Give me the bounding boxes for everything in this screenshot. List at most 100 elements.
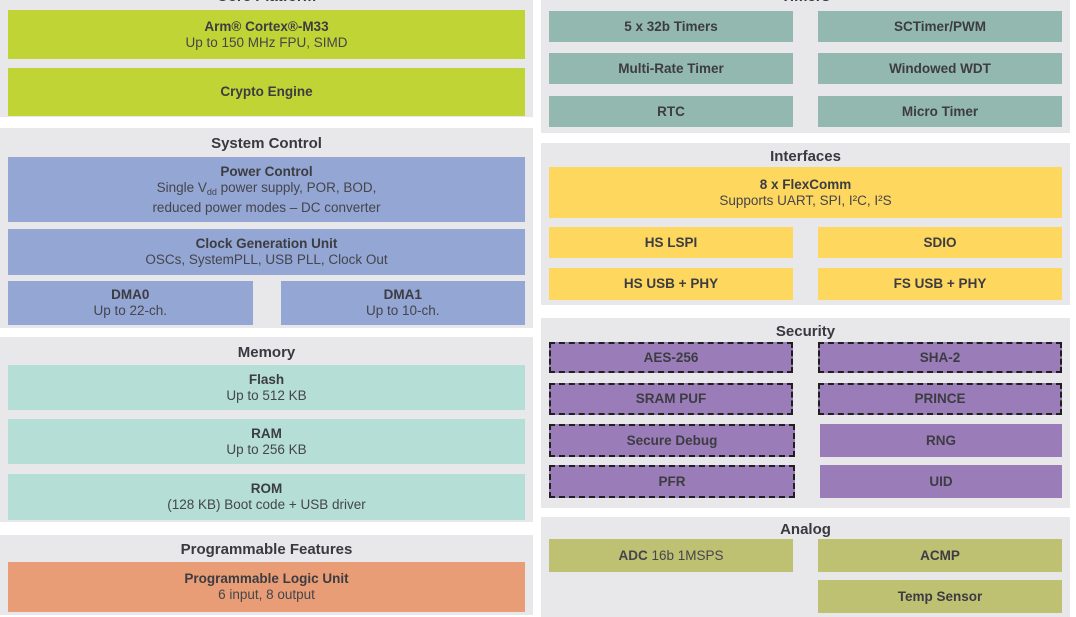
security-cell-label: SHA-2 [919,349,961,365]
block-sctimer-pwm: SCTimer/PWM [818,11,1062,42]
security-row-2: SRAM PUF PRINCE [549,383,1062,415]
security-gap [793,383,818,415]
interfaces-row-1: HS LSPI SDIO [549,227,1062,258]
power-control-line2: reduced power modes – DC converter [152,200,381,215]
flexcomm-sublabel: Supports UART, SPI, I²C, I²S [719,192,892,208]
security-cell-label: SRAM PUF [635,391,707,406]
timers-cell-label: RTC [657,103,685,119]
security-row-4: PFR UID [549,465,1062,498]
ram-label: RAM [251,425,282,441]
timers-cell-label: Windowed WDT [889,60,991,76]
block-hs-lspi: HS LSPI [549,227,793,258]
section-title-interfaces: Interfaces [770,148,841,165]
dma0-sublabel: Up to 22-ch. [93,303,168,319]
adc-label: ADC 16b 1MSPS [618,547,724,563]
block-dma1: DMA1 Up to 10-ch. [280,281,525,325]
timers-cell-label: 5 x 32b Timers [624,18,718,34]
block-aes-256: AES-256 [549,342,793,373]
temp-sensor-label: Temp Sensor [897,588,983,604]
security-cell-label: AES-256 [643,349,699,365]
ram-sublabel: Up to 256 KB [226,441,307,457]
section-programmable-features: Programmable Features Programmable Logic… [0,535,533,615]
timers-cell-label: SCTimer/PWM [893,18,986,34]
analog-row-1: ADC 16b 1MSPS ACMP [549,539,1062,572]
section-memory: Memory Flash Up to 512 KB RAM Up to 256 … [0,337,533,522]
block-sdio: SDIO [818,227,1062,258]
plu-label: Programmable Logic Unit [184,571,349,587]
block-sha-2: SHA-2 [818,342,1062,373]
clock-generation-label: Clock Generation Unit [195,236,338,252]
block-micro-timer: Micro Timer [818,96,1062,127]
block-multi-rate-timer: Multi-Rate Timer [549,53,793,84]
section-core-platform: Core Platform Arm® Cortex®-M33 Up to 150… [0,0,533,117]
block-rng: RNG [820,424,1062,457]
interfaces-cell-label: FS USB + PHY [893,276,987,291]
block-cortex-m33: Arm® Cortex®-M33 Up to 150 MHz FPU, SIMD [8,10,525,59]
section-system-control: System Control Power Control Single Vdd … [0,128,533,328]
block-32b-timers: 5 x 32b Timers [549,11,793,42]
block-acmp: ACMP [818,539,1062,572]
security-cell-label: PRINCE [914,391,966,406]
timers-cell-label: Micro Timer [901,103,979,119]
section-title-security: Security [775,323,836,340]
block-rom: ROM (128 KB) Boot code + USB driver [8,474,525,520]
cortex-m33-sublabel: Up to 150 MHz FPU, SIMD [185,34,348,50]
section-title-memory: Memory [237,344,296,361]
block-flexcomm: 8 x FlexComm Supports UART, SPI, I²C, I²… [549,167,1062,218]
vdd-subscript: dd [206,186,217,197]
block-pfr: PFR [549,465,795,498]
interfaces-cell-label: HS LSPI [644,234,698,250]
security-gap [795,465,820,498]
block-fs-usb-phy: FS USB + PHY [818,268,1062,300]
flash-label: Flash [248,371,285,387]
section-title-programmable-features: Programmable Features [180,541,353,558]
power-control-line1: Single Vdd power supply, POR, BOD, [156,179,377,197]
interfaces-gap [793,227,818,258]
dma1-label: DMA1 [383,287,422,303]
interfaces-cell-label: SDIO [923,234,957,250]
security-cell-label: PFR [658,473,686,489]
security-gap [793,342,818,373]
section-title-core-platform: Core Platform [0,0,533,10]
block-hs-usb-phy: HS USB + PHY [549,268,793,300]
rom-sublabel: (128 KB) Boot code + USB driver [167,497,366,513]
block-crypto-engine: Crypto Engine [8,68,525,116]
security-cell-label: Secure Debug [626,432,718,448]
block-programmable-logic-unit: Programmable Logic Unit 6 input, 8 outpu… [8,562,525,612]
section-title-timers: Timers [541,0,1070,11]
crypto-engine-label: Crypto Engine [220,84,313,99]
block-secure-debug: Secure Debug [549,424,795,457]
section-interfaces: Interfaces 8 x FlexComm Supports UART, S… [541,143,1070,305]
analog-gap [793,539,818,572]
block-clock-generation: Clock Generation Unit OSCs, SystemPLL, U… [8,229,525,275]
dma1-sublabel: Up to 10-ch. [365,303,440,319]
security-cell-label: UID [929,473,953,489]
acmp-label: ACMP [920,547,960,563]
plu-sublabel: 6 input, 8 output [218,587,315,603]
block-ram: RAM Up to 256 KB [8,419,525,464]
timers-row-1: 5 x 32b Timers SCTimer/PWM [549,11,1062,42]
block-sram-puf: SRAM PUF [549,383,793,415]
security-row-3: Secure Debug RNG [549,424,1062,457]
security-row-1: AES-256 SHA-2 [549,342,1062,373]
block-flash: Flash Up to 512 KB [8,365,525,410]
timers-cell-label: Multi-Rate Timer [618,60,724,76]
block-prince: PRINCE [818,383,1062,415]
section-title-system-control: System Control [211,135,322,152]
timers-gap [793,96,818,127]
dma0-label: DMA0 [111,287,150,303]
analog-gap [793,580,818,613]
flexcomm-label: 8 x FlexComm [759,176,852,192]
dma-row: DMA0 Up to 22-ch. DMA1 Up to 10-ch. [8,281,525,325]
security-gap [795,424,820,457]
block-temp-sensor: Temp Sensor [818,580,1062,613]
block-uid: UID [820,465,1062,498]
interfaces-cell-label: HS USB + PHY [623,276,719,291]
analog-row-2: Temp Sensor [549,580,1062,613]
timers-gap [793,11,818,42]
section-analog: Analog ADC 16b 1MSPS ACMP Temp Sensor [541,517,1070,617]
block-adc: ADC 16b 1MSPS [549,539,793,572]
section-timers: Timers 5 x 32b Timers SCTimer/PWM Multi-… [541,0,1070,133]
section-title-analog: Analog [780,521,831,538]
timers-row-3: RTC Micro Timer [549,96,1062,127]
